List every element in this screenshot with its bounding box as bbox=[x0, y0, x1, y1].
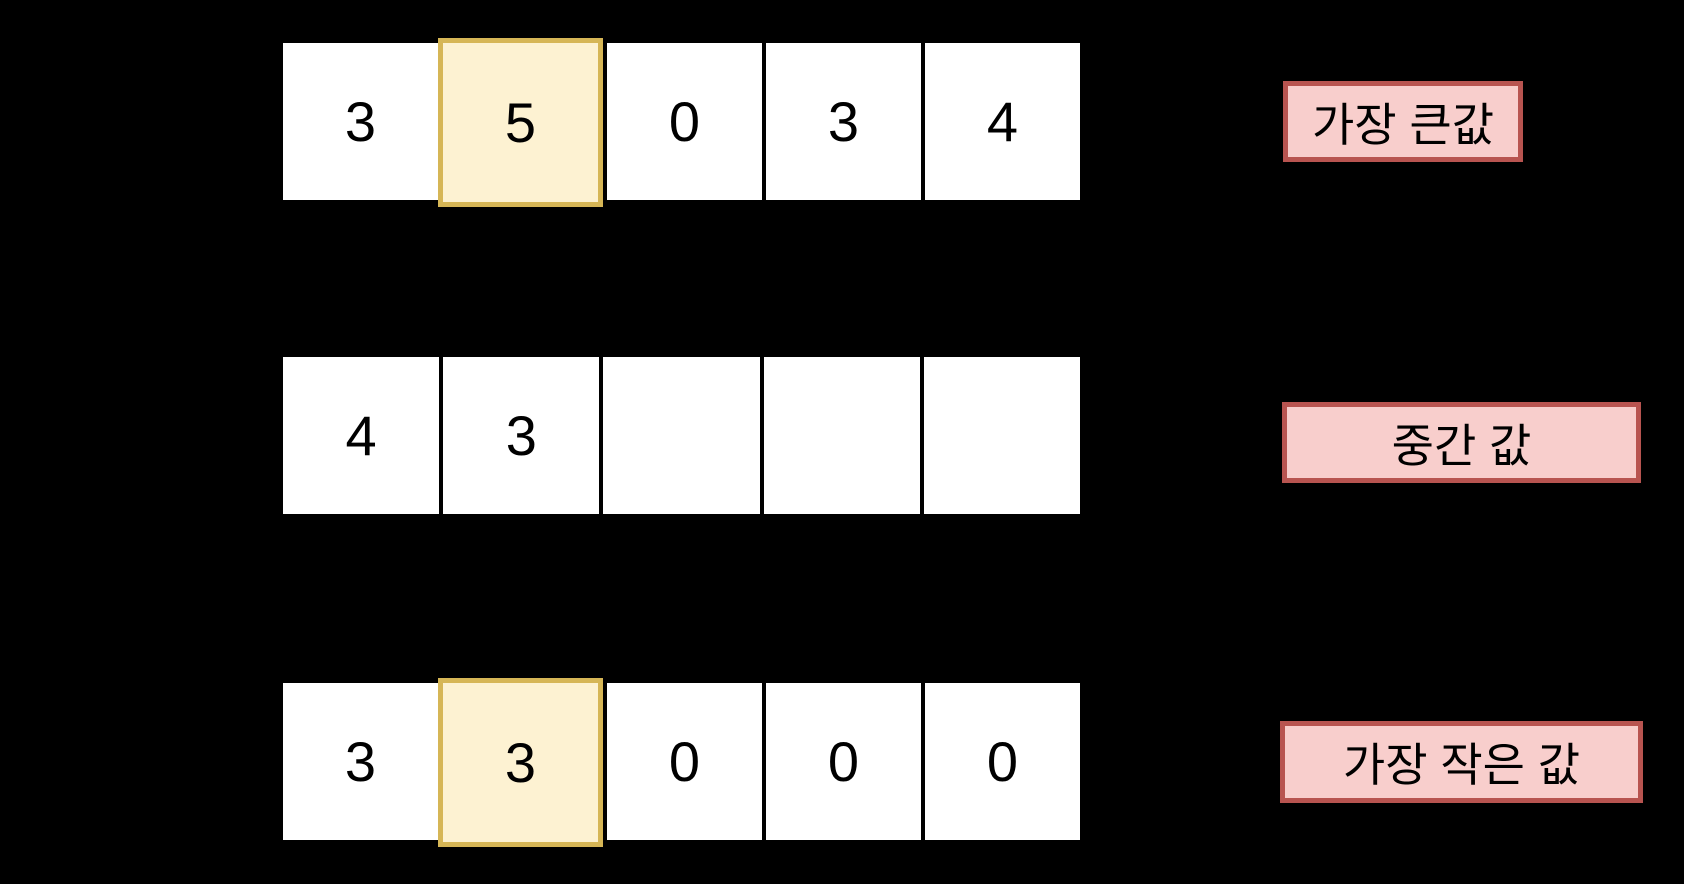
array-cell: 0 bbox=[921, 683, 1080, 840]
label-middle-value: 중간 값 bbox=[1282, 402, 1641, 483]
array-cell: 3 bbox=[283, 683, 438, 840]
array-cell: 4 bbox=[921, 43, 1080, 200]
label-largest-value: 가장 큰값 bbox=[1283, 81, 1523, 162]
label-largest-value-text: 가장 큰값 bbox=[1311, 98, 1495, 151]
highlighted-array-cell: 5 bbox=[438, 38, 603, 207]
highlighted-array-cell: 3 bbox=[438, 678, 603, 847]
array-row-bottom: 3 3 0 0 0 bbox=[283, 678, 1080, 847]
array-cell bbox=[919, 357, 1081, 514]
array-cell: 3 bbox=[283, 43, 438, 200]
label-smallest-value: 가장 작은 값 bbox=[1280, 721, 1643, 803]
label-smallest-value-text: 가장 작은 값 bbox=[1342, 739, 1581, 791]
array-cell: 4 bbox=[283, 357, 440, 514]
array-cell bbox=[759, 357, 920, 514]
array-cell: 3 bbox=[439, 357, 600, 514]
array-cell: 0 bbox=[762, 683, 921, 840]
label-middle-value-text: 중간 값 bbox=[1391, 419, 1532, 472]
array-cell bbox=[599, 357, 760, 514]
array-cell: 0 bbox=[603, 683, 762, 840]
array-row-top: 3 5 0 3 4 bbox=[283, 38, 1080, 207]
array-row-middle: 4 3 bbox=[283, 357, 1081, 514]
array-cell: 0 bbox=[603, 43, 762, 200]
array-cell: 3 bbox=[762, 43, 921, 200]
